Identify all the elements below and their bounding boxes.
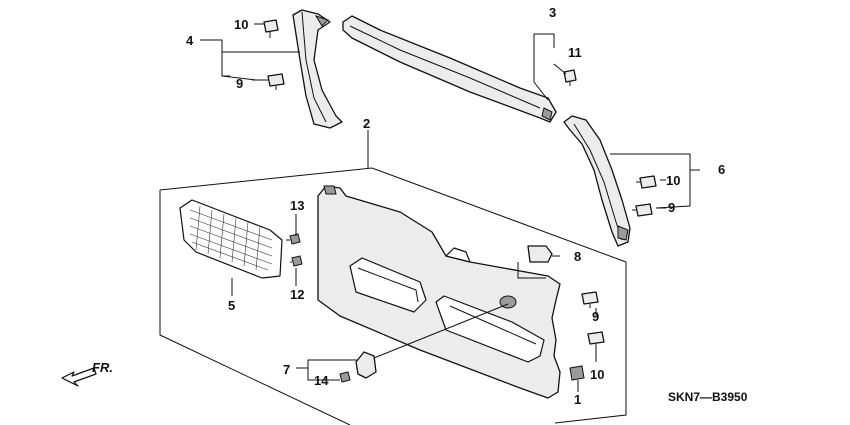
- upper-header-trim: [342, 15, 557, 123]
- front-direction-arrow: [61, 367, 97, 387]
- panel-group-outline: [159, 167, 627, 425]
- callout-4: 4: [186, 33, 194, 48]
- clip-1: [569, 365, 585, 381]
- callout-11: 11: [568, 45, 582, 60]
- bracket: [527, 245, 553, 263]
- callout-9-lower: 9: [592, 309, 599, 324]
- clip-9-lower: [581, 291, 599, 308]
- tailgate-lining-panel: [317, 185, 561, 399]
- diagram-code: SKN7—B3950: [668, 390, 748, 404]
- callout-5: 5: [228, 298, 235, 313]
- clip-11: [563, 69, 577, 86]
- callout-9-top: 9: [236, 76, 243, 91]
- screw-14: [339, 371, 351, 383]
- right-pillar-trim: [563, 115, 631, 247]
- clip-9-top: [267, 73, 285, 90]
- callout-7: 7: [283, 362, 290, 377]
- left-pillar-trim: [292, 9, 343, 129]
- callout-14: 14: [314, 373, 329, 388]
- screw-12: [290, 255, 303, 267]
- callout-2: 2: [363, 116, 370, 131]
- callout-1: 1: [574, 392, 581, 407]
- screw-13: [286, 233, 301, 245]
- clip-10-right: [636, 175, 657, 189]
- direction-label: FR.: [92, 360, 113, 375]
- leader-lines: [200, 23, 700, 392]
- mesh-panel: [179, 199, 283, 279]
- callout-10-right: 10: [666, 173, 680, 188]
- callout-12: 12: [290, 287, 304, 302]
- callout-9-right: 9: [668, 200, 675, 215]
- callout-3: 3: [549, 5, 556, 20]
- callout-8: 8: [574, 249, 581, 264]
- callout-13: 13: [290, 198, 304, 213]
- callout-10-lower: 10: [590, 367, 604, 382]
- clip-10-lower: [587, 331, 605, 350]
- clip-9-right: [632, 203, 653, 217]
- callout-6: 6: [718, 162, 725, 177]
- clip-10-top: [263, 19, 279, 38]
- callout-10-top: 10: [234, 17, 248, 32]
- hook: [355, 351, 377, 379]
